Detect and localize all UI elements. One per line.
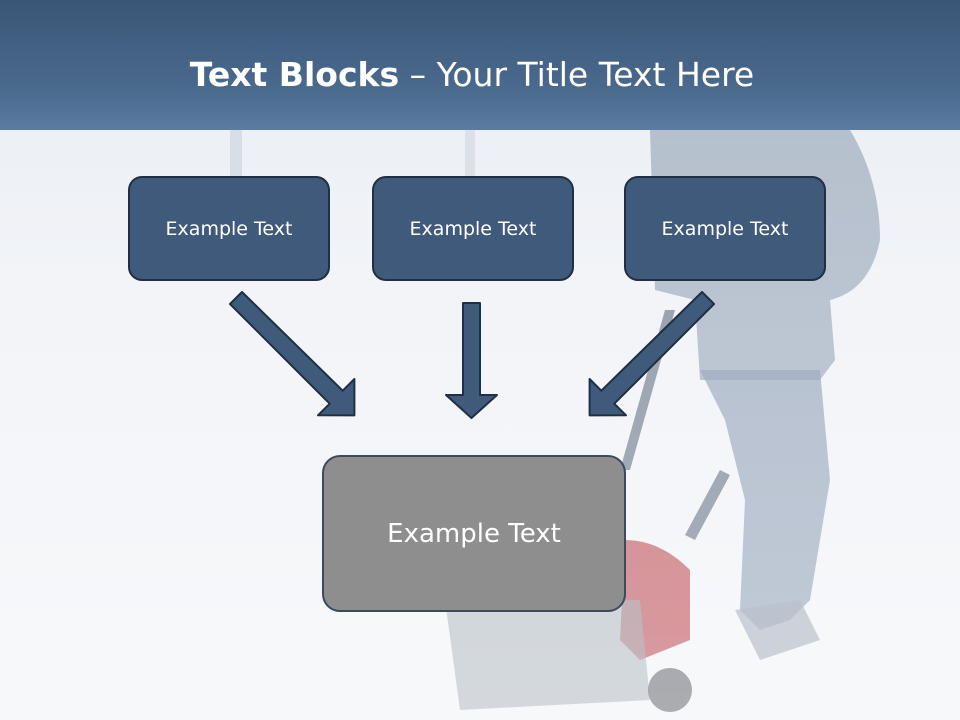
text-block-right-label: Example Text (661, 217, 789, 240)
text-block-right[interactable]: Example Text (624, 176, 826, 281)
text-block-left[interactable]: Example Text (128, 176, 330, 281)
slide-title: Text Blocks – Your Title Text Here (0, 55, 944, 95)
title-bar (0, 0, 960, 130)
arrow-down-icon (445, 302, 498, 419)
text-block-center-label: Example Text (409, 217, 537, 240)
title-rest-text: Your Title Text Here (436, 55, 755, 94)
main-text-block-label: Example Text (387, 518, 561, 549)
text-block-left-label: Example Text (165, 217, 293, 240)
arrow-down-right-icon (229, 291, 356, 417)
text-block-center[interactable]: Example Text (372, 176, 574, 281)
main-text-block[interactable]: Example Text (322, 455, 626, 612)
title-dash: – (399, 55, 437, 94)
arrow-down-left-icon (588, 291, 715, 417)
title-bold-text: Text Blocks (189, 55, 400, 94)
